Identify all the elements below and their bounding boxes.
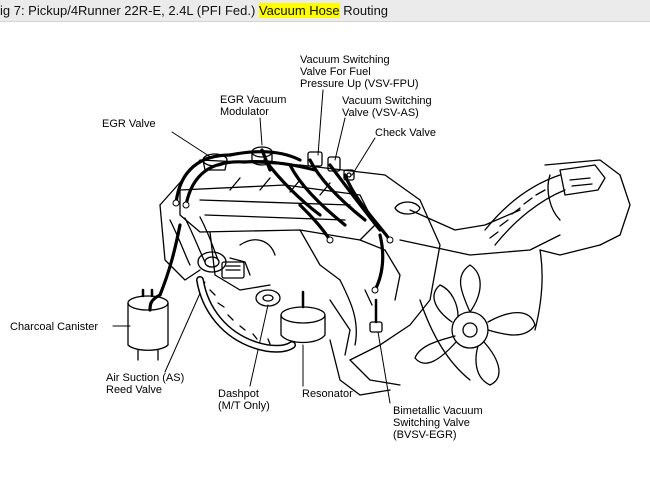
label-egr-valve: EGR Valve (102, 118, 156, 130)
label-resonator: Resonator (302, 388, 353, 400)
title-prefix: ig 7: Pickup/4Runner 22R-E, 2.4L (PFI Fe… (0, 3, 259, 18)
label-dashpot: Dashpot (M/T Only) (218, 388, 270, 412)
egr-valve (202, 153, 228, 171)
title-suffix: Routing (339, 3, 389, 18)
charcoal-canister (127, 288, 169, 361)
dashpot (255, 289, 281, 307)
label-bvsv-egr: Bimetallic Vacuum Switching Valve (BVSV-… (393, 405, 483, 441)
engine-lower (329, 249, 543, 396)
label-charcoal-canister: Charcoal Canister (10, 321, 99, 333)
intake-duct (484, 159, 631, 256)
title-bar: ig 7: Pickup/4Runner 22R-E, 2.4L (PFI Fe… (0, 0, 650, 22)
air-suction-reed-valve (196, 261, 296, 353)
bimetallic-vacuum-switching-valve (364, 289, 383, 333)
label-egr-vacuum-modulator: EGR Vacuum Modulator (220, 94, 287, 118)
engine-block (159, 159, 561, 361)
resonator (280, 290, 326, 344)
egr-vacuum-modulator (251, 146, 273, 166)
vacuum-switching-valves (307, 151, 355, 181)
hose-connectors (172, 199, 394, 294)
diagram-title: ig 7: Pickup/4Runner 22R-E, 2.4L (PFI Fe… (0, 3, 388, 18)
label-vsv-fpu: Vacuum Switching Valve For Fuel Pressure… (300, 54, 419, 90)
leader-lines (112, 89, 391, 404)
oil-filler-cap (394, 201, 421, 215)
title-highlight: Vacuum Hose (258, 3, 340, 18)
cooling-fan (414, 264, 536, 386)
label-air-suction-reed-valve: Air Suction (AS) Reed Valve (106, 372, 185, 396)
label-check-valve: Check Valve (375, 127, 436, 139)
engine-diagram (112, 89, 631, 404)
label-vsv-as: Vacuum Switching Valve (VSV-AS) (342, 95, 432, 119)
